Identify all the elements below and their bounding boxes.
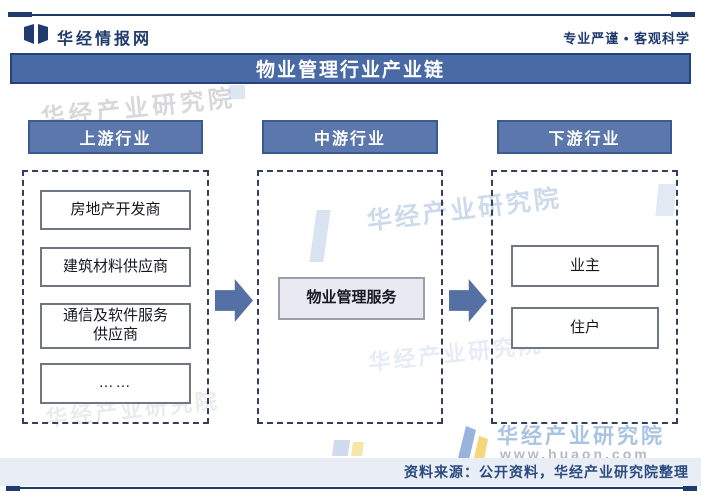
diagram-title-bar: 物业管理行业产业链 xyxy=(10,53,691,84)
source-text: 资料来源：公开资料，华经产业研究院整理 xyxy=(404,464,689,480)
watermark-brand-large: 华经产业研究院 xyxy=(497,425,665,448)
upstream-item-communication-software-suppliers: 通信及软件服务 供应商 xyxy=(40,303,191,349)
bottom-divider xyxy=(6,487,697,489)
upstream-header: 上游行业 xyxy=(28,120,203,154)
top-divider-right-cap xyxy=(671,12,695,17)
bottom-divider-right-cap xyxy=(683,486,697,491)
brand-tagline: 专业严谨 • 客观科学 xyxy=(563,31,690,46)
upstream-item-real-estate-developers: 房地产开发商 xyxy=(40,190,191,230)
midstream-item-property-management-service: 物业管理服务 xyxy=(278,277,425,320)
upstream-item-building-material-suppliers: 建筑材料供应商 xyxy=(40,247,191,287)
midstream-header: 中游行业 xyxy=(262,120,438,154)
watermark-logo-shape xyxy=(331,440,351,456)
downstream-header: 下游行业 xyxy=(497,120,672,154)
source-bar: 资料来源：公开资料，华经产业研究院整理 xyxy=(0,458,701,486)
flow-arrow-right-icon xyxy=(215,279,253,322)
top-divider-left-cap xyxy=(8,12,32,17)
flow-arrow-right-icon xyxy=(449,279,487,322)
diagram-title: 物业管理行业产业链 xyxy=(255,60,445,81)
brand-name: 华经情报网 xyxy=(57,31,153,48)
brand-book-logo-icon xyxy=(24,24,48,44)
watermark-logo-shape xyxy=(229,85,245,99)
watermark-logo-icon xyxy=(458,426,488,460)
watermark-logo-shape xyxy=(351,442,364,456)
upstream-container xyxy=(22,170,209,424)
top-divider xyxy=(8,14,695,16)
downstream-item-residents: 住户 xyxy=(511,307,659,349)
upstream-item-ellipsis: …… xyxy=(40,363,191,404)
bottom-divider-left-cap xyxy=(6,486,20,491)
midstream-container xyxy=(257,170,443,424)
downstream-item-owners: 业主 xyxy=(511,245,659,287)
downstream-container xyxy=(491,170,678,424)
